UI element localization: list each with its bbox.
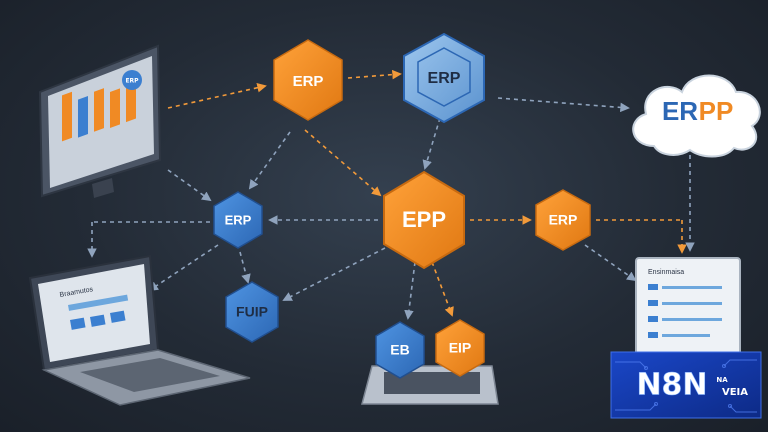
document-panel: Ensinmaisa — [635, 257, 741, 363]
connector-left-blue-to-laptop-diag — [148, 244, 219, 292]
node-right-orange-label: ERP — [549, 212, 578, 228]
circuit-lines — [615, 359, 757, 413]
node-left-blue[interactable]: ERP — [213, 191, 263, 249]
cloud-label-pp: PP — [699, 96, 734, 126]
connector-top-orange-to-top-blue — [347, 69, 402, 80]
laptop-card-3 — [110, 310, 126, 323]
doc-line-4 — [662, 334, 710, 337]
doc-line-2 — [662, 302, 722, 305]
connector-center-to-lower-blue — [282, 247, 386, 301]
connector-right-orange-to-document-diag — [584, 244, 637, 282]
connector-top-orange-to-left-blue — [248, 131, 291, 190]
node-top-blue-label: ERP — [428, 70, 461, 87]
node-top-orange-label: ERP — [293, 73, 324, 90]
keyboard-base — [361, 365, 499, 405]
bar-1 — [62, 91, 72, 142]
node-bottom-blue[interactable]: EB — [375, 321, 425, 379]
dashboard-monitor: ERP — [38, 44, 162, 198]
node-top-blue[interactable]: ERP — [403, 32, 485, 124]
node-left-blue-label: ERP — [225, 212, 252, 227]
connector-top-orange-to-center — [304, 129, 382, 197]
doc-bullet-2 — [648, 300, 658, 306]
bar-5 — [126, 84, 136, 123]
connectors — [87, 69, 695, 320]
bar-4 — [110, 88, 120, 128]
watermark-background — [610, 351, 762, 419]
doc-bullet-1 — [648, 284, 658, 290]
monitor-stand — [92, 178, 114, 198]
monitor-badge-label: ERP — [125, 78, 139, 85]
node-bottom-orange-label: EIP — [449, 340, 472, 356]
watermark-main: N8N — [636, 368, 707, 403]
laptop: Braamutos — [28, 254, 251, 406]
cloud-shape — [632, 74, 761, 158]
bar-2 — [78, 95, 88, 138]
laptop-card-1 — [70, 317, 86, 330]
doc-line-1 — [662, 286, 722, 289]
node-top-orange[interactable]: ERP — [273, 39, 343, 121]
bar-3 — [94, 88, 104, 132]
laptop-keyboard — [80, 358, 220, 392]
cloud-label-er: ER — [662, 96, 698, 126]
node-bottom-blue-label: EB — [390, 342, 409, 358]
connector-center-to-bottom-blue — [404, 261, 416, 320]
keyboard-keys — [384, 372, 480, 394]
node-lower-blue-label: FUIP — [236, 304, 268, 320]
connector-top-blue-to-center — [422, 117, 441, 170]
node-lower-blue[interactable]: FUIP — [225, 281, 279, 343]
doc-bullet-4 — [648, 332, 658, 338]
laptop-screen — [38, 264, 150, 362]
watermark-small-top: NA — [716, 376, 728, 384]
n8n-na-veia-watermark: N8N NA VEIA — [610, 351, 762, 419]
laptop-row-1 — [68, 294, 129, 311]
node-center-label: EPP — [402, 207, 446, 232]
connector-top-blue-to-cloud — [497, 97, 630, 113]
node-center[interactable]: EPP — [383, 170, 465, 270]
connector-center-to-bottom-orange — [431, 261, 454, 317]
node-bottom-orange[interactable]: EIP — [435, 319, 485, 377]
connector-monitor-to-top-orange — [167, 83, 267, 109]
watermark-small-bottom: VEIA — [722, 387, 748, 398]
connector-monitor-to-left-blue — [167, 169, 212, 202]
doc-bullet-3 — [648, 316, 658, 322]
laptop-card-2 — [90, 314, 106, 327]
doc-line-3 — [662, 318, 722, 321]
document-title: Ensinmaisa — [648, 269, 684, 276]
erp-cloud[interactable]: ER PP — [632, 74, 761, 158]
monitor-badge — [122, 70, 142, 90]
connector-left-blue-to-lower-blue — [239, 251, 251, 284]
node-right-orange[interactable]: ERP — [535, 189, 591, 251]
